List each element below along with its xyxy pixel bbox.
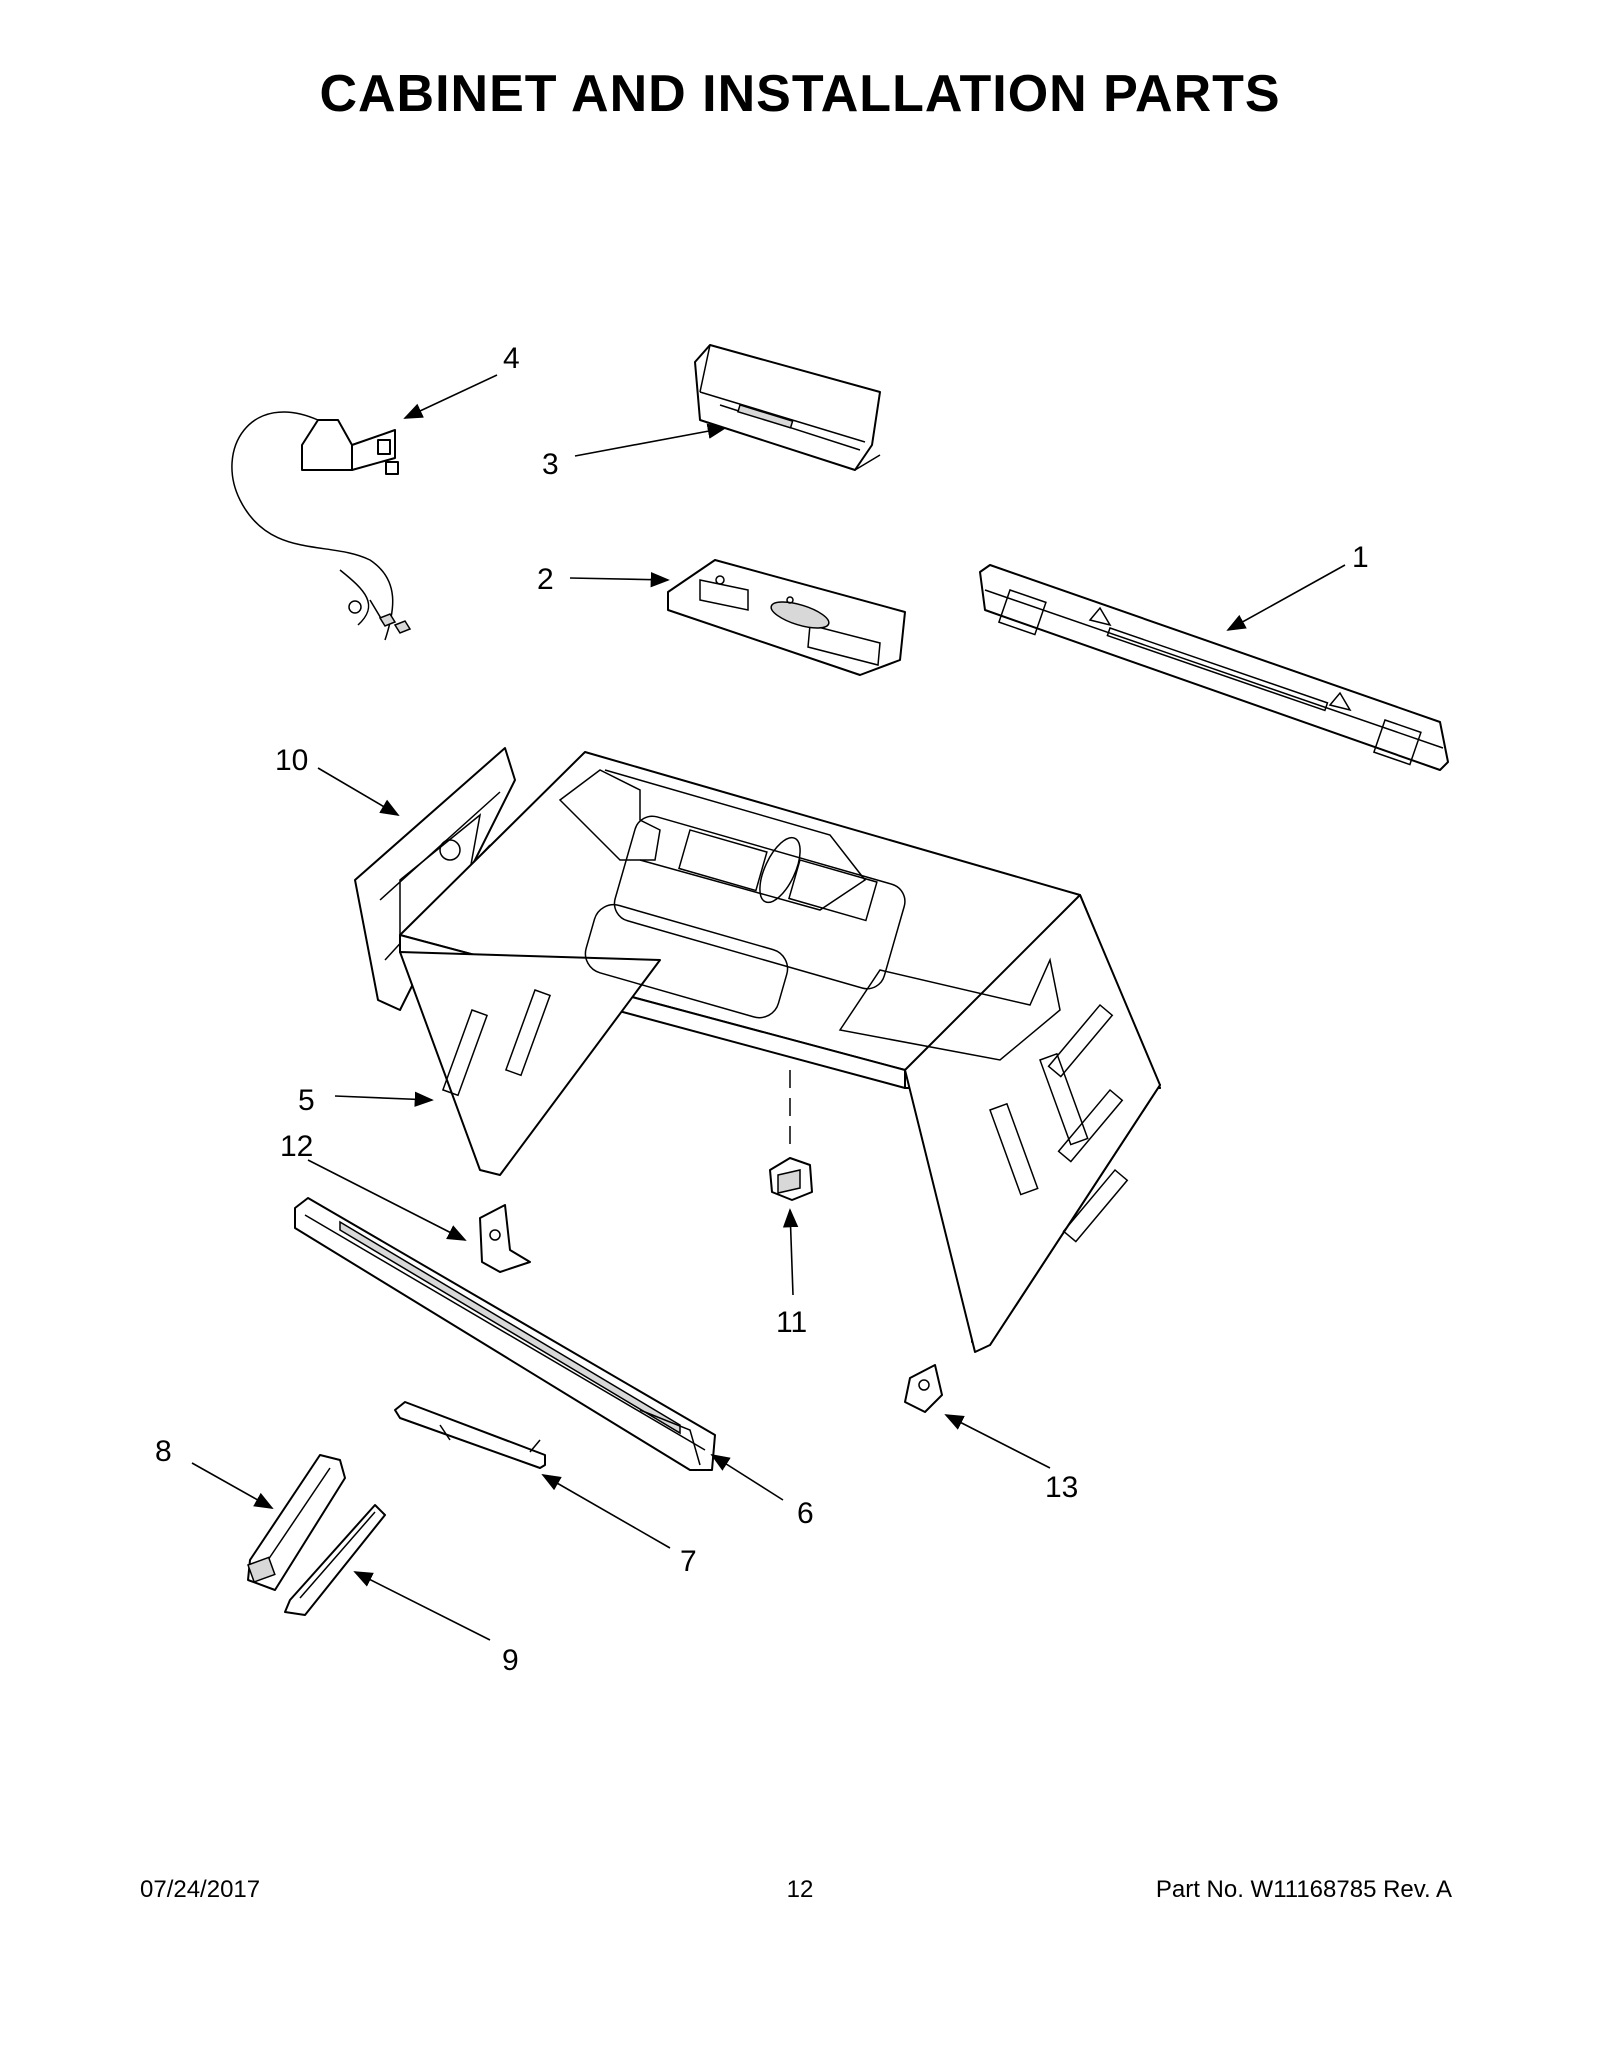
part-12-bracket bbox=[479, 1204, 531, 1273]
part-13-bracket bbox=[904, 1364, 943, 1413]
callout-9: 9 bbox=[502, 1644, 519, 1677]
page-title: CABINET AND INSTALLATION PARTS bbox=[319, 65, 1281, 123]
part-1-mounting-rail bbox=[979, 564, 1449, 771]
callout-5: 5 bbox=[298, 1084, 315, 1117]
callout-leaders bbox=[191, 374, 1346, 1641]
callout-12: 12 bbox=[280, 1130, 313, 1163]
part-3-vent-cover bbox=[694, 344, 881, 471]
part-4-power-cord bbox=[231, 411, 412, 641]
footer-page-number: 12 bbox=[786, 1876, 814, 1903]
part-8-bracket bbox=[247, 1454, 346, 1591]
callout-numbers: 1 2 3 4 5 6 7 8 9 10 11 12 13 bbox=[155, 342, 1369, 1677]
part-6-vent-grille bbox=[294, 1197, 716, 1471]
callout-4: 4 bbox=[503, 342, 520, 375]
part-11-clip bbox=[769, 1157, 813, 1201]
footer-part-number: Part No. W11168785 Rev. A bbox=[1155, 1876, 1452, 1903]
callout-2: 2 bbox=[537, 563, 554, 596]
part-7-rail bbox=[394, 1401, 546, 1469]
part-5-cabinet bbox=[399, 751, 1161, 1353]
callout-8: 8 bbox=[155, 1435, 172, 1468]
callout-11: 11 bbox=[776, 1306, 807, 1339]
callout-3: 3 bbox=[542, 448, 559, 481]
callout-10: 10 bbox=[275, 744, 308, 777]
part-2-mounting-plate bbox=[667, 559, 906, 676]
callout-6: 6 bbox=[797, 1497, 814, 1530]
callout-7: 7 bbox=[680, 1545, 697, 1578]
callout-1: 1 bbox=[1352, 541, 1369, 574]
callout-13: 13 bbox=[1045, 1471, 1078, 1504]
part-9-bracket bbox=[284, 1504, 386, 1616]
footer-date: 07/24/2017 bbox=[140, 1876, 261, 1903]
